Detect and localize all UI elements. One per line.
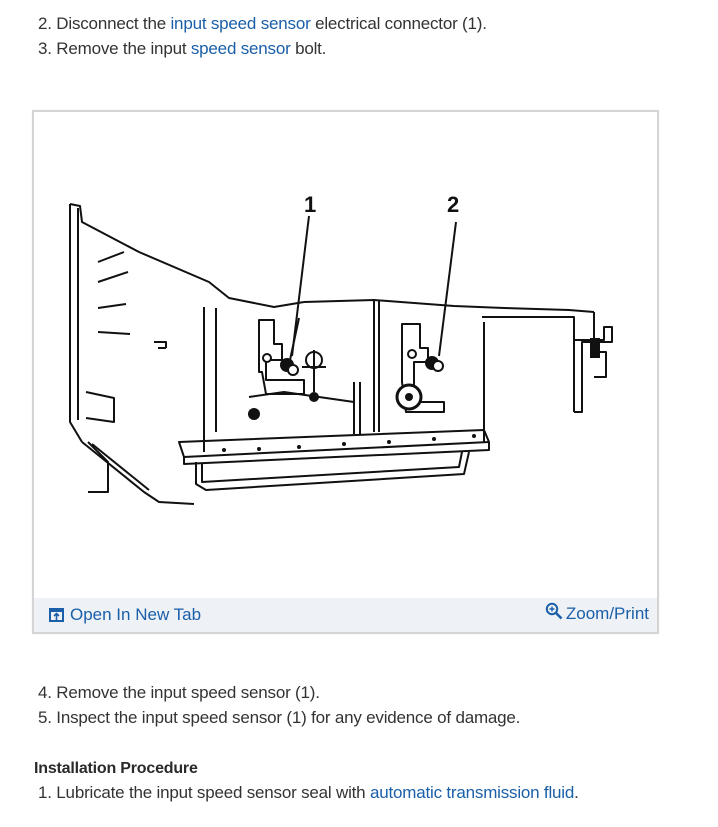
speed-sensor-link[interactable]: speed sensor xyxy=(190,39,291,58)
installation-procedure-heading: Installation Procedure xyxy=(34,760,198,777)
callout-2: 2 xyxy=(447,192,459,217)
figure-footer: Open In New Tab Zoom/Print xyxy=(34,598,657,632)
transmission-diagram: 1 2 xyxy=(69,192,613,505)
open-new-tab-label: Open In New Tab xyxy=(70,605,202,624)
zoom-print-label: Zoom/Print xyxy=(565,604,649,623)
installation-step-1: 1. Lubricate the input speed sensor seal… xyxy=(38,782,579,804)
callout-1: 1 xyxy=(304,192,316,217)
step-text: electrical connector (1). xyxy=(310,14,487,33)
step-number: 2. xyxy=(38,14,52,33)
step-2: 2. Disconnect the input speed sensor ele… xyxy=(38,13,487,35)
zoom-in-icon xyxy=(545,602,563,620)
step-4: 4. Remove the input speed sensor (1). xyxy=(38,682,320,704)
step-number: 1. xyxy=(38,783,52,802)
step-text: Remove the input xyxy=(51,39,191,58)
automatic-transmission-fluid-link[interactable]: automatic transmission fluid xyxy=(369,783,575,802)
step-text: Disconnect the xyxy=(51,14,171,33)
step-text: . xyxy=(574,783,579,802)
open-new-tab-button[interactable]: Open In New Tab xyxy=(49,604,201,626)
step-text: Inspect the input speed sensor (1) for a… xyxy=(51,708,521,727)
zoom-print-button[interactable]: Zoom/Print xyxy=(545,602,649,625)
step-number: 5. xyxy=(38,708,52,727)
figure-box: 1 2 Open In New Tab Zoom/Print xyxy=(32,110,659,634)
open-new-tab-icon xyxy=(49,608,64,622)
step-3: 3. Remove the input speed sensor bolt. xyxy=(38,38,326,60)
step-text: Lubricate the input speed sensor seal wi… xyxy=(51,783,370,802)
step-number: 4. xyxy=(38,683,52,702)
step-number: 3. xyxy=(38,39,52,58)
step-text: bolt. xyxy=(290,39,327,58)
input-speed-sensor-link[interactable]: input speed sensor xyxy=(170,14,311,33)
step-text: Remove the input speed sensor (1). xyxy=(51,683,320,702)
step-5: 5. Inspect the input speed sensor (1) fo… xyxy=(38,707,520,729)
